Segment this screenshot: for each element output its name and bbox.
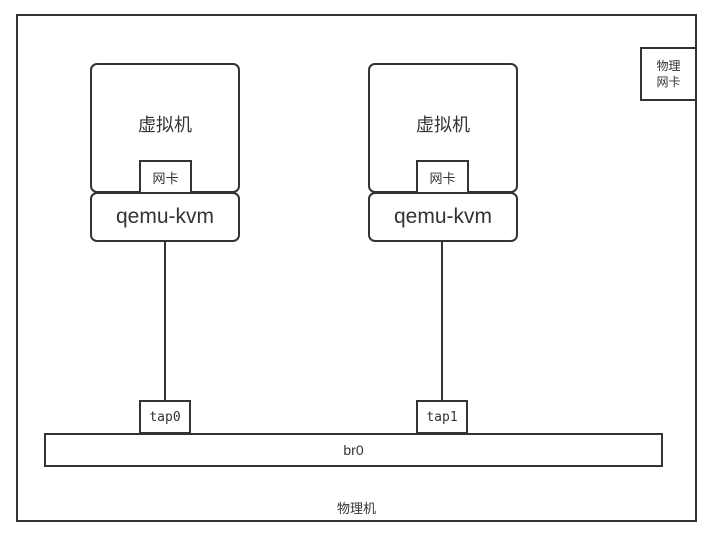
- connector-line: [164, 242, 166, 402]
- physical-host-label: 物理机: [336, 501, 376, 516]
- vm-label: 虚拟机: [416, 115, 470, 135]
- bridge-label: br0: [343, 442, 364, 458]
- tap-box: tap0: [139, 400, 191, 434]
- qemu-kvm-label: qemu-kvm: [115, 205, 215, 228]
- qemu-kvm-label: qemu-kvm: [393, 205, 493, 228]
- tap-box: tap1: [416, 400, 468, 434]
- vm-nic-label: 网卡: [429, 170, 456, 186]
- vm-nic-box: 网卡: [416, 160, 469, 194]
- qemu-kvm-box: qemu-kvm: [368, 192, 518, 242]
- vm-nic-box: 网卡: [139, 160, 192, 194]
- physical-nic-box: 物理 网卡: [640, 47, 697, 101]
- physical-nic-label: 物理 网卡: [656, 58, 681, 89]
- physical-host-box: [16, 14, 697, 522]
- connector-line: [441, 242, 443, 402]
- qemu-kvm-box: qemu-kvm: [90, 192, 240, 242]
- vm-nic-label: 网卡: [152, 170, 179, 186]
- vm-label: 虚拟机: [138, 115, 192, 135]
- bridge-bar: br0: [44, 433, 663, 467]
- tap-label: tap0: [149, 409, 181, 425]
- tap-label: tap1: [426, 409, 458, 425]
